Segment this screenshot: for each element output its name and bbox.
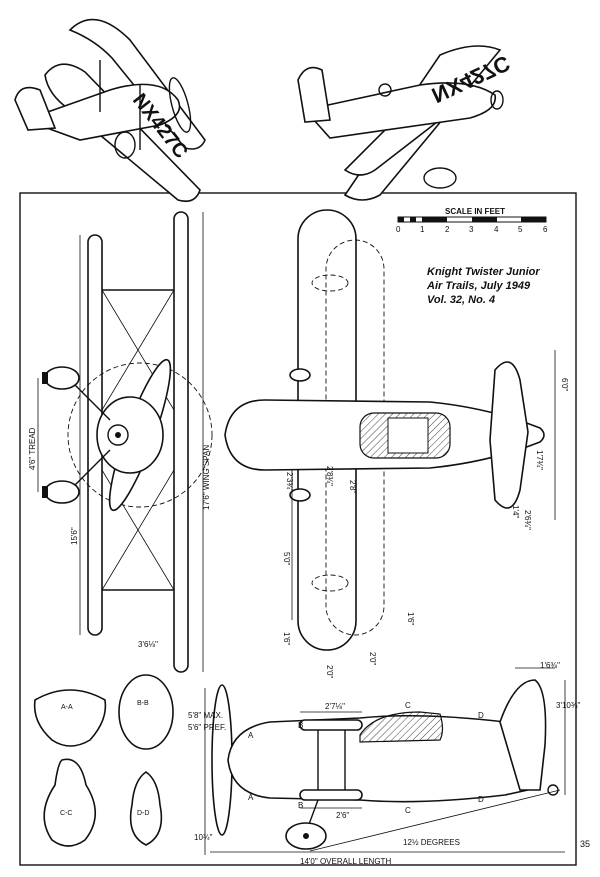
station-c-top: C — [405, 701, 411, 710]
section-d-shape — [129, 771, 163, 846]
caption-block: Knight Twister Junior Air Trails, July 1… — [426, 266, 540, 306]
caption-source: Air Trails, July 1949 — [426, 280, 531, 292]
caption-title: Knight Twister Junior — [427, 266, 540, 278]
scale-tick-4: 4 — [494, 225, 499, 234]
caption-issue: Vol. 32, No. 4 — [427, 294, 495, 306]
dim-gear-offset: 3'6⅛" — [138, 640, 158, 649]
dim-stagger-bot: 2'6" — [336, 811, 349, 820]
dim-ground-a: 10¾" — [194, 833, 213, 842]
fuselage-sections: A-A B-B C-C D-D — [33, 674, 174, 847]
station-b-bot: B — [298, 801, 303, 810]
scale-tick-5: 5 — [518, 225, 523, 234]
dim-elev-b: 2'6¾" — [523, 510, 532, 530]
page-number: 35 — [580, 839, 590, 849]
dim-fin-height: 3'10¾" — [556, 701, 581, 710]
dim-c: 2'8" — [348, 480, 357, 493]
scale-bar: SCALE IN FEET 0 1 2 3 4 5 6 — [396, 207, 548, 234]
front-view: 4'6" TREAD 17'6" WING SPAN 15'6" 3'6⅛" — [28, 211, 213, 673]
section-a-label: A-A — [61, 704, 73, 711]
dim-max-height: 5'8" MAX. — [188, 711, 223, 720]
station-d-top: D — [478, 711, 484, 720]
side-view: A A B B C C D D 5'8" MAX. 5'6" PREF. 1'6… — [188, 661, 581, 866]
scale-tick-1: 1 — [420, 225, 425, 234]
dim-h: 2'0" — [368, 652, 377, 665]
station-a-top: A — [248, 731, 254, 740]
section-c-label: C-C — [60, 810, 72, 817]
section-c-shape — [43, 758, 97, 847]
dim-b: 2'8¾" — [325, 466, 334, 486]
section-b-shape — [118, 674, 174, 750]
scale-tick-2: 2 — [445, 225, 450, 234]
dim-tail-span: 6'0" — [560, 378, 569, 391]
scale-tick-6: 6 — [543, 225, 548, 234]
dim-angle: 12½ DEGREES — [403, 838, 460, 847]
dim-stagger-top: 2'7⅛" — [325, 702, 345, 711]
station-a-bot: A — [248, 793, 254, 802]
dim-d: 5'0" — [282, 552, 291, 565]
dim-wing-span: 17'6" WING SPAN — [202, 445, 211, 510]
section-d-label: D-D — [137, 810, 149, 817]
top-view: 6'0" 1'7¾" 1'4" 2'6¾" 2'3¾" 2'8¾" 2'8" 5… — [224, 209, 569, 678]
drawing-frame — [19, 192, 577, 866]
dim-g: 2'0" — [325, 665, 334, 678]
dim-e: 1'6" — [282, 632, 291, 645]
station-c-bot: C — [405, 806, 411, 815]
dim-tread: 4'6" TREAD — [28, 427, 37, 470]
section-a-shape — [33, 689, 107, 747]
scale-tick-0: 0 — [396, 225, 401, 234]
perspective-sketch-left: NX427C — [14, 18, 206, 203]
perspective-sketch-right: NX427C — [297, 45, 514, 201]
dim-f: 1'6" — [406, 612, 415, 625]
dim-span-lower: 15'6" — [70, 527, 79, 545]
scale-title: SCALE IN FEET — [445, 207, 505, 216]
dim-pref-height: 5'6" PREF. — [188, 723, 226, 732]
section-b-label: B-B — [137, 700, 149, 707]
dim-stab-chord: 1'7¾" — [535, 450, 544, 470]
station-d-bot: D — [478, 795, 484, 804]
station-b-top: B — [298, 721, 303, 730]
dim-elev-a: 1'4" — [511, 505, 520, 518]
scale-tick-3: 3 — [469, 225, 474, 234]
dim-a: 2'3¾" — [285, 472, 294, 492]
dim-overall-length: 14'0" OVERALL LENGTH — [300, 857, 391, 866]
dim-rudder-top: 1'6⅜" — [540, 661, 560, 670]
